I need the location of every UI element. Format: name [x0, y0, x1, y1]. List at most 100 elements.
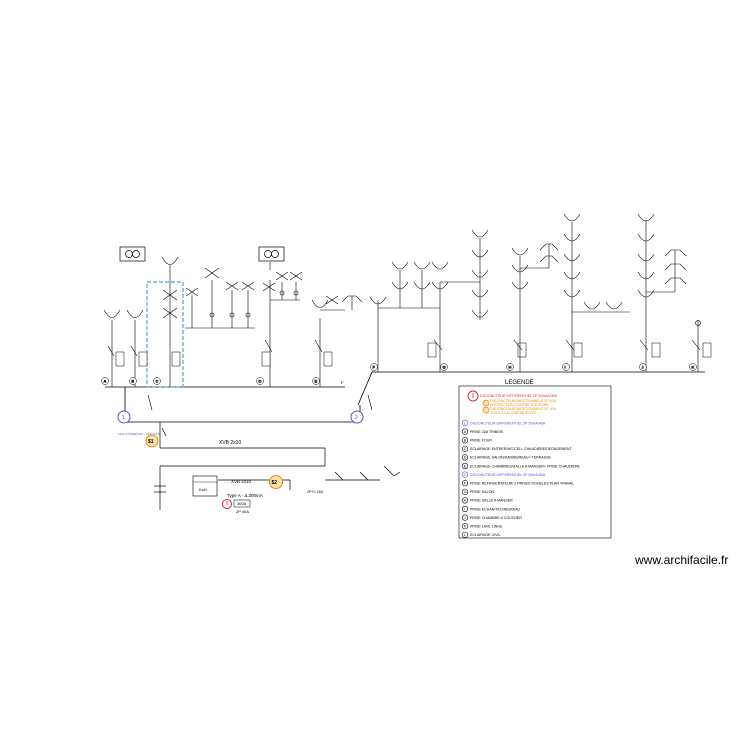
legend-item-text: PRISE LAVE LINGE	[470, 525, 503, 529]
diff-breaker-1: 1	[117, 394, 153, 424]
breaker-s1-label: $1	[148, 439, 154, 445]
legend-row: J PRISE CHAMBRE A COUCHER	[461, 514, 522, 521]
rating-sub: 2P 40A	[236, 509, 249, 514]
left-branches	[103, 256, 363, 387]
legend-title: LEGENDE	[505, 380, 534, 386]
legend-marker-circle	[461, 514, 469, 521]
legend-item-text: PRISE SALON	[470, 490, 494, 494]
legend-marker: L	[464, 533, 466, 537]
legend-item-text: PRISE ECHAN/TECHBUREAU	[470, 507, 521, 511]
legend-item-text: PRISE REFRIGERATEUR/ 2 PRISES DOUBLES PL…	[470, 482, 574, 486]
main-bus	[105, 371, 705, 423]
legend-marker-circle	[461, 437, 469, 444]
legend-marker: A	[464, 430, 467, 434]
rating-box: 300A	[237, 501, 247, 506]
legend-marker-circle	[461, 454, 469, 461]
feed-label: F	[341, 380, 344, 385]
energy-meter: Kwh	[192, 475, 218, 497]
legend-top-0: DISJONCTEUR DIFFERENTIEL 2P 500mA/40A	[480, 394, 558, 398]
legend-marker: G	[464, 490, 467, 494]
legend-row: 2 DISJONCTEUR DIFFERENTIEL 2P 30mA/40A	[461, 471, 546, 478]
legend-marker: I	[464, 507, 465, 511]
breaker-tags	[115, 342, 712, 367]
legend-top-2: PROTECTION CONTRE COUPURE	[490, 403, 549, 407]
legend-item-text: PRISE SALLE A MANGER	[470, 499, 513, 503]
meter-label: Kwh	[199, 487, 207, 492]
legend-marker-circle	[461, 462, 469, 470]
legend-marker: D	[464, 456, 467, 460]
legend: LEGENDE DISJONCTEUR DIFFERENTIEL 2P 500m…	[458, 380, 612, 539]
diff-breaker-1-label: 1	[122, 415, 125, 421]
legend-row: L ECLAIRAGE CIVIL	[461, 531, 501, 538]
legend-item-text: DISJONCTEUR DIFFERENTIEL 2P 30mA/40A	[470, 421, 546, 425]
marker-a: A	[104, 379, 107, 384]
legend-marker: E	[464, 464, 467, 468]
legend-marker: F	[464, 482, 467, 486]
dashed-group-box	[146, 281, 184, 388]
legend-marker-circle	[461, 480, 469, 487]
legend-marker-circle	[461, 523, 469, 530]
marker-b: B	[132, 379, 135, 384]
right-branches	[369, 213, 701, 372]
marker-f: F	[373, 365, 376, 370]
legend-marker-circle	[461, 488, 469, 495]
legend-marker: K	[464, 525, 467, 529]
diff-breaker-2: 2	[350, 394, 373, 424]
legend-marker-circle	[461, 497, 469, 504]
legend-marker: B	[464, 439, 467, 443]
cable-label-main: XVB 2x10	[219, 440, 241, 446]
legend-marker-circle	[461, 419, 469, 427]
legend-top-1: DISJONCTEUR BIOCTIONNELS 2P 63A	[490, 399, 557, 403]
legend-item-text: PRISE 32A TRIBOIS	[470, 430, 504, 434]
legend-marker-circle	[461, 531, 469, 538]
legend-marker: C	[464, 447, 467, 451]
marker-k: K	[692, 365, 695, 370]
legend-item-text: ECLAIRAGE CHAMBRES/SALLE A MANGER+ PRISE…	[470, 464, 581, 468]
diff-breaker-2-label: 2	[355, 415, 358, 421]
cable-label-meter: XVB 2x10	[231, 479, 252, 484]
circuit-markers: A B C D E F G H I J K	[101, 363, 697, 385]
legend-top-block: DISJONCTEUR DIFFERENTIEL 2P 500mA/40A DI…	[467, 390, 558, 415]
legend-row: 1 DISJONCTEUR DIFFERENTIEL 2P 30mA/40A	[461, 419, 546, 427]
marker-j: J	[642, 365, 644, 370]
marker-h: H	[509, 365, 512, 370]
switch-label-right: 2P+C 16A	[307, 490, 324, 494]
feed-section	[154, 422, 401, 510]
legend-item-text: ECLAIRAGE ENTREE/WC/CELL CHAUDIERE/DEGAG…	[470, 447, 573, 451]
marker-e: E	[315, 379, 318, 384]
breaker-s2-label: $2	[272, 480, 278, 486]
main-diff-breaker: 300A 2P 40A	[222, 499, 251, 514]
watermark: www.archifacile.fr	[635, 553, 729, 567]
legend-marker: 2	[464, 473, 466, 477]
legend-marker-circle	[461, 471, 469, 478]
legend-item-text: ECLAIRAGE SALON/SAM/BUREAU+ TERRASSE	[470, 456, 552, 460]
marker-i: I	[565, 365, 566, 370]
diff-type-label: Type A - Δ 300mA	[227, 493, 263, 498]
legend-item-text: DISJONCTEUR DIFFERENTIEL 2P 30mA/40A	[470, 473, 546, 477]
small-label-left: FILE CONNEXION - 16A/2x2.5	[118, 432, 160, 436]
legend-marker-circle	[461, 445, 469, 452]
legend-marker-circle	[461, 428, 469, 435]
legend-marker-circle	[461, 505, 469, 513]
legend-marker: H	[464, 499, 467, 503]
legend-item-text: PRISE CHAMBRE A COUCHER	[470, 516, 522, 520]
breaker-s2: $2	[269, 475, 283, 489]
breaker-s1: $1	[145, 434, 159, 448]
legend-item-text: PRISE FOUR	[470, 439, 492, 443]
legend-marker: J	[464, 516, 466, 520]
legend-marker: 1	[464, 421, 466, 425]
socket-symbols	[119, 246, 285, 262]
legend-top-3: DISJONCTEUR BIOCTIONNELS 2P 40A	[490, 407, 557, 411]
legend-item-text: ECLAIRAGE CIVIL	[470, 533, 501, 537]
